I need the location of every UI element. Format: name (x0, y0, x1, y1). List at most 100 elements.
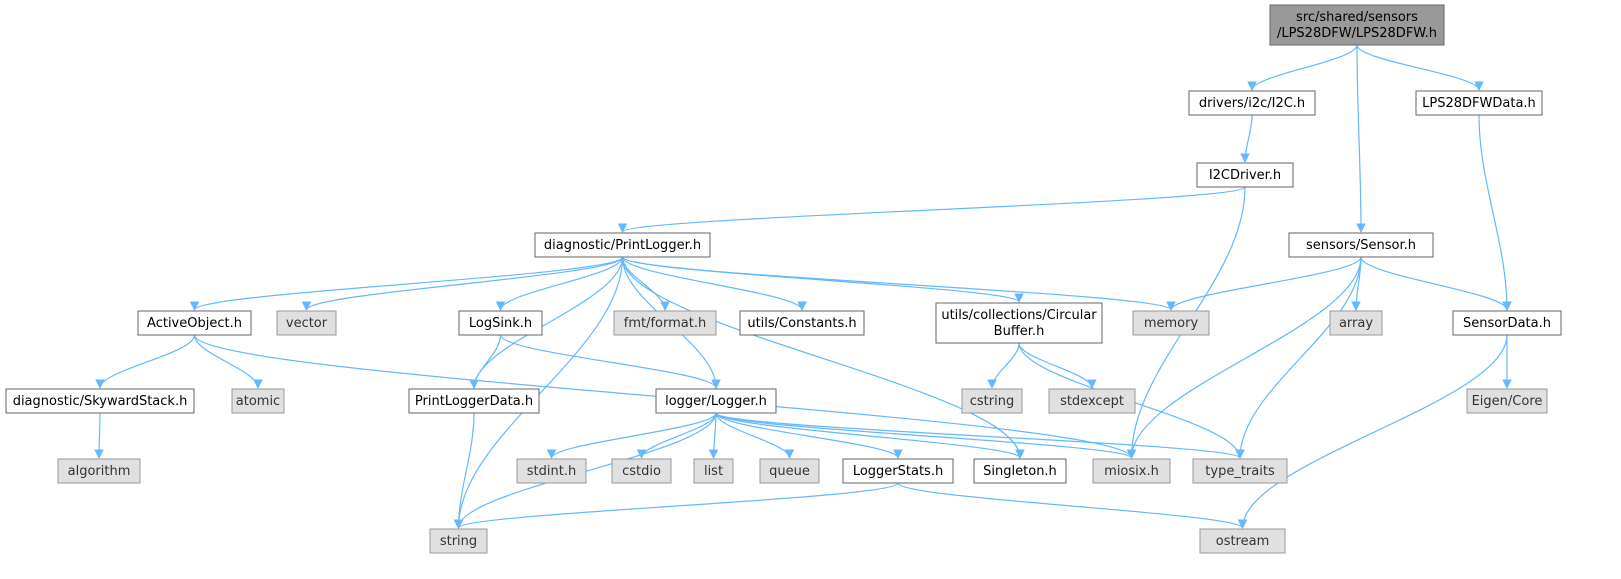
node-label-lpsdata: LPS28DFWData.h (1422, 96, 1536, 111)
node-printlogger[interactable]: diagnostic/PrintLogger.h (534, 232, 711, 258)
node-box-sensor (1288, 232, 1434, 258)
node-stdexcept: stdexcept (1048, 388, 1136, 414)
node-box-cstring (961, 388, 1023, 414)
node-atomic: atomic (231, 388, 285, 414)
node-sensor[interactable]: sensors/Sensor.h (1288, 232, 1434, 258)
edge-printlogger-to-singleton (621, 256, 1025, 459)
node-label-logsink: LogSink.h (469, 316, 532, 331)
node-label-sensordata: SensorData.h (1463, 316, 1551, 331)
node-box-string (429, 528, 488, 554)
node-list: list (693, 458, 734, 484)
node-string: string (429, 528, 488, 554)
node-label-atomic: atomic (236, 394, 280, 409)
node-label-queue: queue (769, 464, 810, 479)
node-i2c[interactable]: drivers/i2c/I2C.h (1188, 90, 1316, 116)
node-box-ostream (1199, 528, 1286, 554)
node-label-typetraits: type_traits (1205, 464, 1275, 479)
node-label-i2c: drivers/i2c/I2C.h (1199, 96, 1305, 111)
edge-printlogger-to-string (453, 256, 624, 529)
edge-printlogger-to-logsink (495, 256, 624, 311)
node-box-root (1269, 4, 1445, 46)
edge-logger-to-loggerstats (715, 412, 903, 459)
node-box-list (693, 458, 734, 484)
edge-skyward-to-algorithm (94, 412, 104, 459)
node-logger[interactable]: logger/Logger.h (655, 388, 777, 414)
edge-lpsdata-to-sensordata (1478, 114, 1512, 311)
node-box-miosix (1092, 458, 1171, 484)
node-label-logger: logger/Logger.h (665, 394, 767, 409)
node-loggerstats[interactable]: LoggerStats.h (842, 458, 954, 484)
edge-logger-to-list (708, 412, 719, 459)
node-label-string: string (440, 534, 477, 549)
node-box-i2cdriver (1196, 162, 1294, 188)
node-box-queue (759, 458, 820, 484)
node-eigen: Eigen/Core (1466, 388, 1548, 414)
node-cstdio: cstdio (611, 458, 672, 484)
node-label-singleton: Singleton.h (983, 464, 1057, 479)
node-label-memory: memory (1144, 316, 1199, 331)
node-algorithm: algorithm (57, 458, 141, 484)
node-label-vector: vector (286, 316, 328, 331)
edge-printlogger-to-memory (621, 256, 1176, 311)
node-box-logsink (458, 310, 543, 336)
node-box-circbuf (935, 302, 1103, 344)
node-box-loggerstats (842, 458, 954, 484)
edge-logger-to-string (453, 412, 717, 529)
node-queue: queue (759, 458, 820, 484)
node-label-circbuf: Buffer.h (994, 324, 1045, 339)
edge-activeobject-to-atomic (193, 334, 263, 389)
node-singleton[interactable]: Singleton.h (973, 458, 1067, 484)
edge-printloggerdata-to-string (453, 412, 475, 529)
node-memory: memory (1132, 310, 1210, 336)
node-box-eigen (1466, 388, 1548, 414)
node-box-constants (739, 310, 865, 336)
node-sensordata[interactable]: SensorData.h (1452, 310, 1562, 336)
node-ostream: ostream (1199, 528, 1286, 554)
node-activeobject[interactable]: ActiveObject.h (137, 310, 252, 336)
edge-loggerstats-to-string (453, 482, 899, 529)
node-typetraits: type_traits (1192, 458, 1288, 484)
node-printloggerdata[interactable]: PrintLoggerData.h (408, 388, 540, 414)
edge-sensor-to-sensordata (1360, 256, 1512, 311)
node-constants[interactable]: utils/Constants.h (739, 310, 865, 336)
node-label-root: src/shared/sensors (1296, 10, 1418, 25)
node-label-circbuf: utils/collections/Circular (941, 308, 1097, 323)
node-label-activeobject: ActiveObject.h (147, 316, 242, 331)
node-label-stdexcept: stdexcept (1060, 394, 1124, 409)
node-box-stdint (516, 458, 587, 484)
node-box-printlogger (534, 232, 711, 258)
node-miosix: miosix.h (1092, 458, 1171, 484)
edge-logger-to-typetraits (715, 412, 1245, 459)
edge-i2c-to-i2cdriver (1240, 114, 1253, 163)
node-box-array (1329, 310, 1383, 336)
edge-loggerstats-to-ostream (897, 482, 1248, 529)
node-root[interactable]: src/shared/sensors/LPS28DFW/LPS28DFW.h (1269, 4, 1445, 46)
node-skyward[interactable]: diagnostic/SkywardStack.h (5, 388, 195, 414)
node-box-fmt (613, 310, 717, 336)
node-label-cstring: cstring (970, 394, 1014, 409)
node-vector: vector (276, 310, 337, 336)
node-label-array: array (1339, 316, 1373, 331)
node-label-cstdio: cstdio (622, 464, 661, 479)
node-lpsdata[interactable]: LPS28DFWData.h (1415, 90, 1543, 116)
node-box-logger (655, 388, 777, 414)
node-i2cdriver[interactable]: I2CDriver.h (1196, 162, 1294, 188)
edge-root-to-sensor (1356, 44, 1366, 233)
edge-logger-to-cstdio (636, 412, 717, 459)
node-label-printlogger: diagnostic/PrintLogger.h (544, 238, 701, 253)
node-box-atomic (231, 388, 285, 414)
node-label-skyward: diagnostic/SkywardStack.h (13, 394, 188, 409)
edge-logger-to-queue (715, 412, 795, 459)
edge-sensordata-to-ostream (1237, 334, 1508, 529)
node-label-sensor: sensors/Sensor.h (1306, 238, 1416, 253)
node-array: array (1329, 310, 1383, 336)
edge-logger-to-singleton (715, 412, 1025, 459)
node-logsink[interactable]: LogSink.h (458, 310, 543, 336)
edge-root-to-lpsdata (1356, 44, 1484, 91)
node-label-eigen: Eigen/Core (1472, 394, 1543, 409)
edge-circbuf-to-cstring (987, 342, 1020, 389)
node-box-i2c (1188, 90, 1316, 116)
edge-logger-to-stdint (546, 412, 717, 459)
node-label-root: /LPS28DFW/LPS28DFW.h (1277, 26, 1437, 41)
